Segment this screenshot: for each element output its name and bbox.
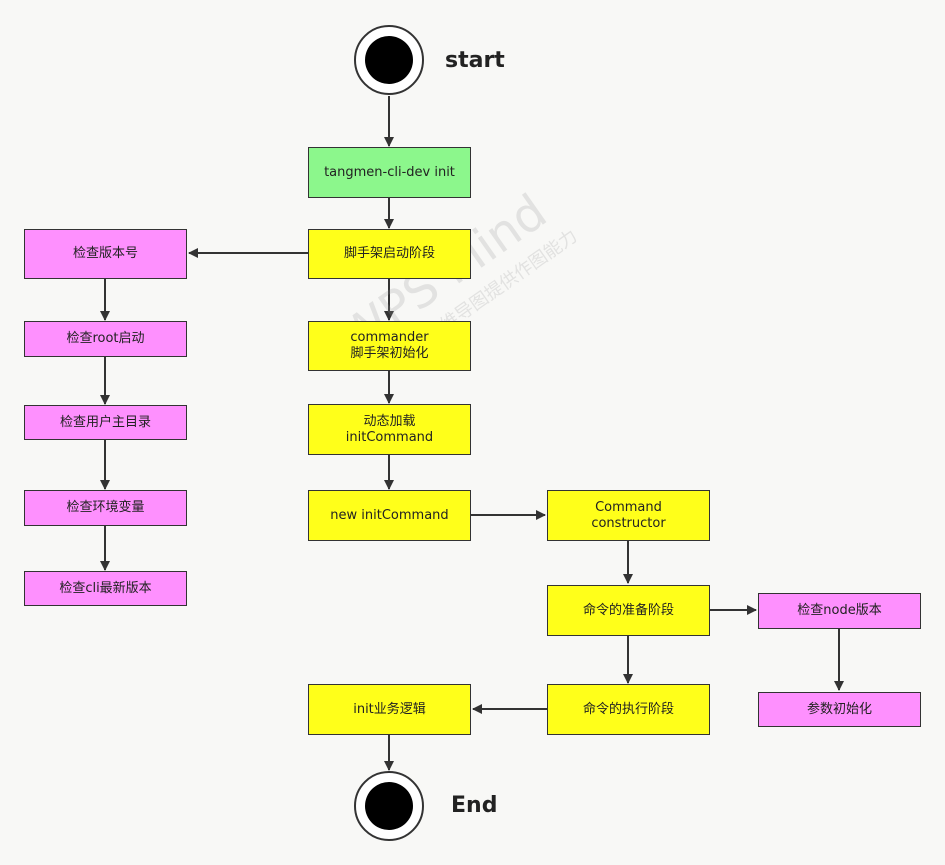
node-check-node: 检查node版本 xyxy=(758,593,921,629)
start-node xyxy=(354,25,424,95)
node-check-env: 检查环境变量 xyxy=(24,490,187,526)
node-command-constructor: Command constructor xyxy=(547,490,710,541)
node-check-home: 检查用户主目录 xyxy=(24,405,187,440)
node-check-version: 检查版本号 xyxy=(24,229,187,279)
node-param-init: 参数初始化 xyxy=(758,692,921,727)
node-init-logic: init业务逻辑 xyxy=(308,684,471,735)
start-label: start xyxy=(445,48,505,73)
node-dynamic-load: 动态加载 initCommand xyxy=(308,404,471,455)
start-dot xyxy=(365,36,413,84)
node-new-init-command: new initCommand xyxy=(308,490,471,541)
node-commander-init: commander 脚手架初始化 xyxy=(308,321,471,371)
end-label: End xyxy=(451,793,498,818)
node-prepare-stage: 命令的准备阶段 xyxy=(547,585,710,636)
end-node xyxy=(354,771,424,841)
node-exec-stage: 命令的执行阶段 xyxy=(547,684,710,735)
node-scaffold-start: 脚手架启动阶段 xyxy=(308,229,471,279)
node-check-cli-latest: 检查cli最新版本 xyxy=(24,571,187,606)
end-dot xyxy=(365,782,413,830)
node-check-root: 检查root启动 xyxy=(24,321,187,357)
node-cli-init: tangmen-cli-dev init xyxy=(308,147,471,198)
